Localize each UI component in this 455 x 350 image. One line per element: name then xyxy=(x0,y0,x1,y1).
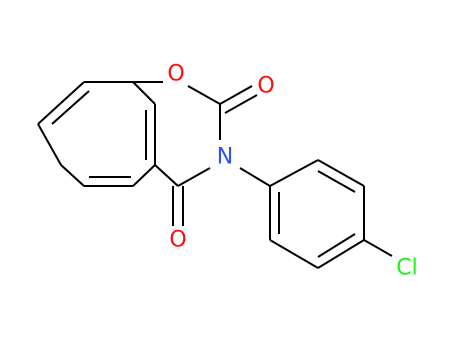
bond xyxy=(269,159,319,187)
bond xyxy=(37,123,62,166)
bond-carbonyl xyxy=(219,85,253,105)
atom-label-oxygen-carbonyl-2: O xyxy=(257,74,274,99)
bond-double-inner xyxy=(317,233,356,258)
bond-double-inner xyxy=(317,170,356,193)
bond xyxy=(60,164,85,187)
atom-label-nitrogen: N xyxy=(217,145,233,170)
atom-label-chlorine: Cl xyxy=(396,256,417,281)
bond xyxy=(317,159,365,187)
bond-double-inner xyxy=(51,90,90,125)
bond xyxy=(317,239,365,269)
atom-label-oxygen-ring: O xyxy=(167,62,184,87)
bond xyxy=(154,164,179,187)
bond xyxy=(187,85,221,105)
bond-carbonyl xyxy=(224,94,258,114)
bond xyxy=(363,239,393,257)
atom-label-oxygen-carbonyl-4: O xyxy=(169,228,186,253)
bond xyxy=(177,167,211,187)
bond xyxy=(37,81,85,125)
bond xyxy=(269,239,319,269)
bond xyxy=(239,167,271,187)
bond xyxy=(132,164,156,187)
bond xyxy=(132,81,156,105)
